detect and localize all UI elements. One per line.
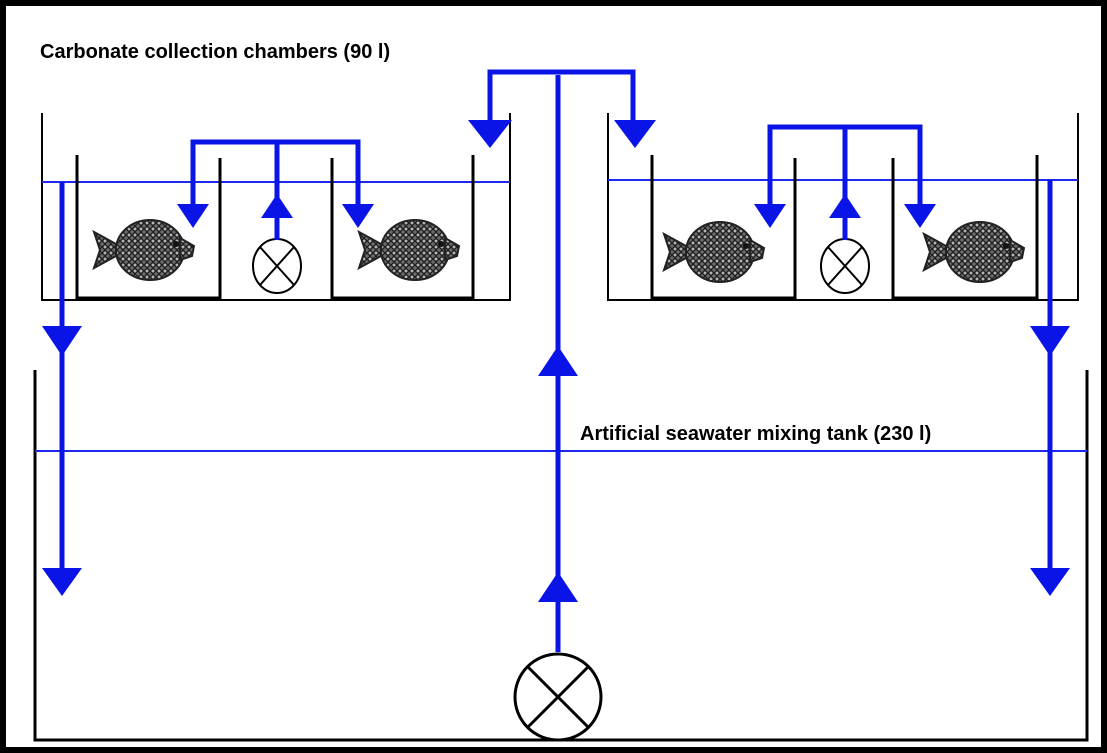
flow-arrow-icon <box>754 204 786 228</box>
flow-arrow-icon <box>538 572 578 602</box>
flow-arrow-icon <box>904 204 936 228</box>
left-collection-tank <box>41 113 511 301</box>
flow-arrow-icon <box>42 568 82 596</box>
flow-arrow-icon <box>42 326 82 356</box>
flow-arrow-icon <box>342 204 374 228</box>
flow-arrow-icon <box>468 120 512 148</box>
fish-icon <box>93 219 195 281</box>
fish-icon <box>663 221 765 283</box>
flow-arrow-icon <box>1030 326 1070 356</box>
right-collection-tank <box>607 113 1079 301</box>
chambers-label: Carbonate collection chambers (90 l) <box>40 41 390 63</box>
mixing-tank-label: Artificial seawater mixing tank (230 l) <box>580 423 931 445</box>
pump-icon <box>252 238 302 294</box>
flow-arrow-icon <box>1030 568 1070 596</box>
flow-arrows <box>42 120 1070 602</box>
flow-arrow-icon <box>177 204 209 228</box>
fish-icon <box>923 221 1025 283</box>
flow-arrow-icon <box>538 346 578 376</box>
pump-icon <box>513 652 603 742</box>
flow-arrow-icon <box>261 194 293 218</box>
pump-icon <box>820 238 870 294</box>
fish-icon <box>358 219 460 281</box>
flow-arrow-icon <box>614 120 656 148</box>
flow-arrow-icon <box>829 194 861 218</box>
